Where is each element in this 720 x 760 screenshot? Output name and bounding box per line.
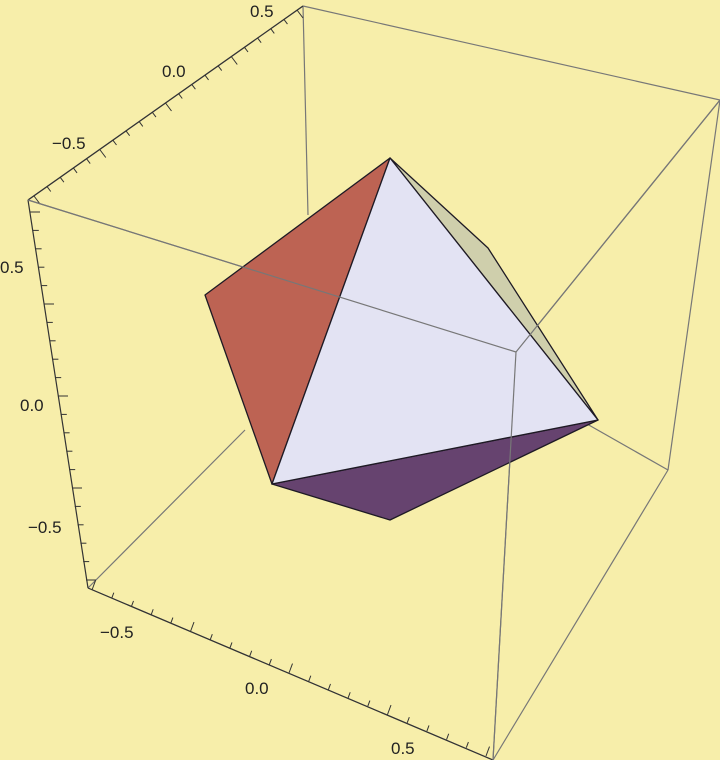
tick-label: −0.5: [100, 623, 134, 642]
tick-mark: [485, 746, 490, 757]
tick-mark: [243, 46, 249, 53]
tick-mark: [465, 741, 469, 748]
axis-left-vertical: [27, 199, 89, 589]
box-edge: [667, 99, 720, 471]
tick-label: −0.5: [52, 134, 86, 153]
box-edge-front: [492, 351, 517, 760]
tick-mark: [406, 716, 410, 723]
box-edge-front: [515, 99, 720, 353]
axis-line: [27, 199, 89, 589]
tick-mark: [204, 74, 209, 81]
tick-label: 0.5: [250, 2, 274, 21]
tick-mark: [426, 725, 430, 732]
tick-mark: [165, 102, 172, 112]
tick-mark: [150, 609, 154, 616]
tick-mark: [59, 177, 65, 183]
box-edge: [87, 429, 246, 589]
tick-mark: [170, 617, 174, 624]
tick-mark: [217, 65, 223, 71]
tick-label: 0.0: [245, 679, 269, 698]
box-edge: [302, 5, 309, 216]
tick-mark: [46, 186, 52, 192]
tick-label: −0.5: [28, 518, 62, 537]
tick-mark: [270, 28, 275, 34]
tick-mark: [249, 650, 253, 657]
tick-mark: [209, 633, 213, 640]
tick-mark: [125, 130, 131, 136]
tick-mark: [230, 56, 238, 65]
tick-mark: [190, 621, 195, 632]
tick-mark: [33, 195, 41, 205]
tick-mark: [268, 658, 272, 665]
tick-mark: [73, 167, 78, 174]
tick-mark: [446, 733, 450, 740]
box-edge: [302, 5, 720, 101]
tick-mark: [99, 149, 107, 158]
box-edge-front: [27, 199, 517, 353]
tick-mark: [112, 139, 117, 146]
tick-mark: [367, 700, 371, 707]
tick-mark: [91, 580, 96, 591]
tick-mark: [308, 675, 312, 682]
octahedron: [204, 157, 599, 521]
tick-mark: [178, 93, 183, 99]
tick-mark: [111, 592, 115, 599]
box-front-edges: [27, 99, 720, 760]
tick-label: 0.5: [391, 739, 415, 758]
box-edge: [492, 469, 669, 760]
tick-mark: [151, 112, 157, 118]
tick-mark: [347, 692, 351, 699]
tick-mark: [130, 600, 134, 607]
tick-labels-bottom: −0.5 0.0 0.5: [100, 623, 415, 758]
tick-mark: [288, 663, 293, 674]
tick-labels-top: −0.5 0.0 0.5: [52, 2, 274, 153]
tick-mark: [138, 121, 144, 127]
tick-mark: [229, 642, 233, 649]
tick-mark: [327, 683, 331, 690]
face-front: [271, 157, 599, 485]
axis-line: [87, 587, 494, 760]
tick-marks: [30, 9, 490, 757]
tick-mark: [257, 37, 262, 44]
tick-mark: [387, 704, 392, 715]
tick-mark: [296, 9, 304, 19]
tick-labels-left: 0.5 0.0 −0.5: [0, 258, 62, 537]
tick-label: 0.0: [162, 62, 186, 81]
tick-mark: [283, 18, 288, 25]
tick-mark: [191, 84, 196, 90]
axis-bottom: [87, 587, 494, 760]
tick-label: 0.0: [20, 396, 44, 415]
box-edge: [579, 419, 669, 471]
tick-mark: [86, 158, 91, 164]
tick-label: 0.5: [0, 258, 24, 277]
